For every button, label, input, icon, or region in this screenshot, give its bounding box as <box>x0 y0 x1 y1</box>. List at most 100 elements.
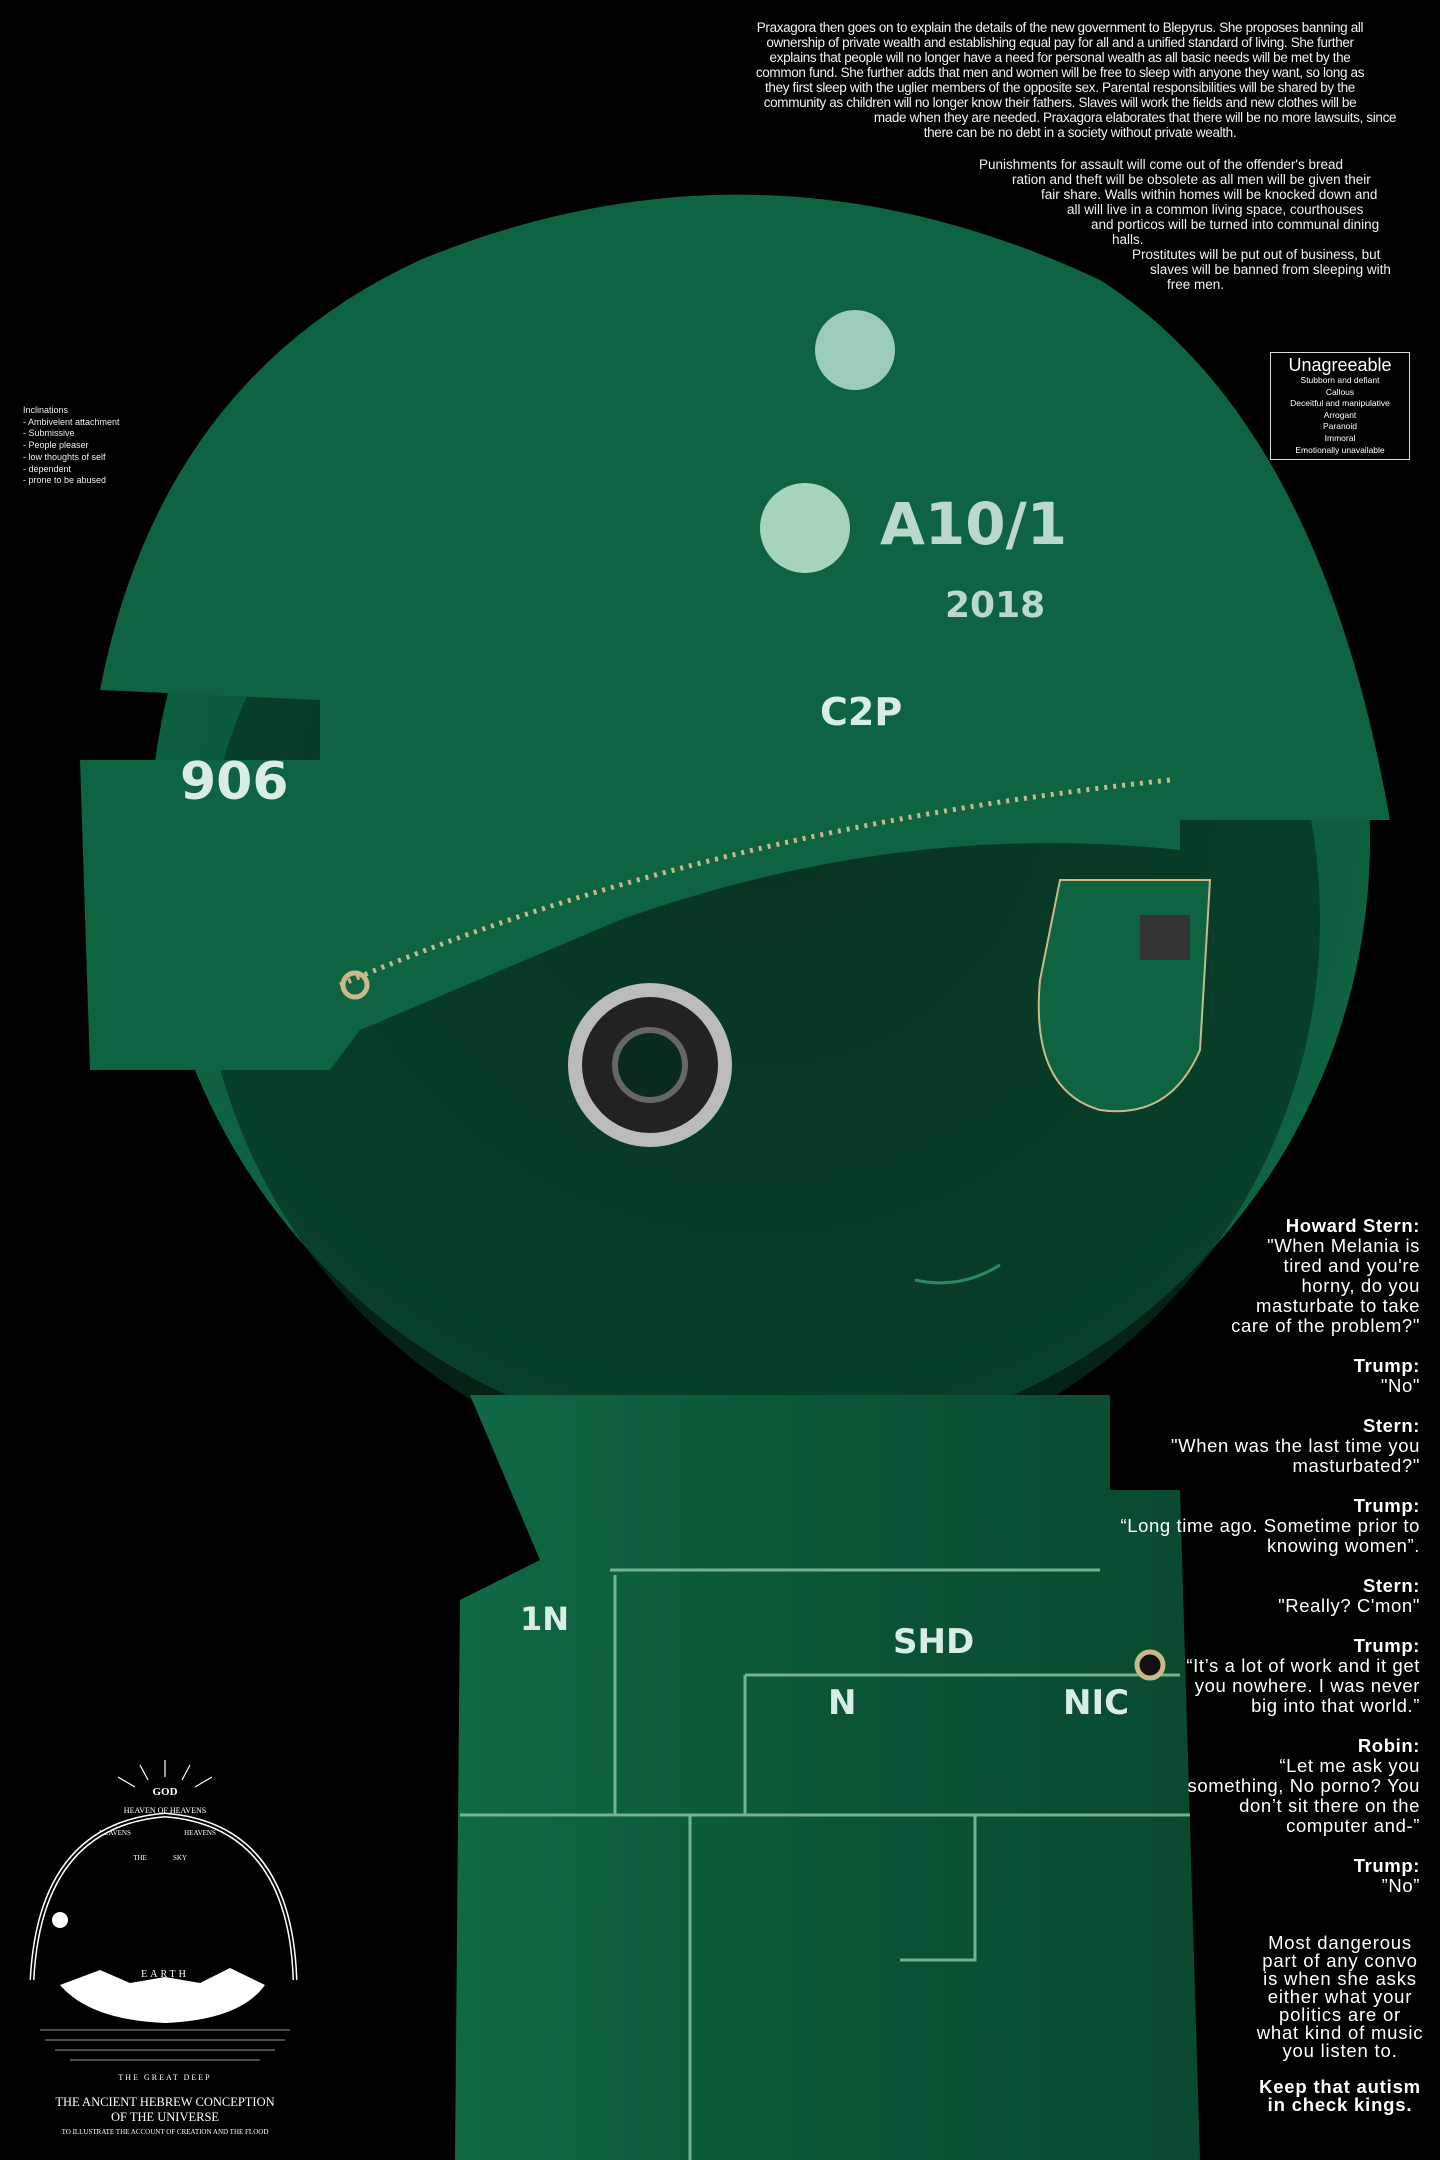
caption-subline: TO ILLUSTRATE THE ACCOUNT OF CREATION AN… <box>61 2128 269 2136</box>
dialog-line: "When was the last time you <box>1171 1435 1420 1456</box>
smile <box>914 1263 1001 1285</box>
dialog-speaker: Robin: <box>1357 1735 1420 1756</box>
dialog-line: "Really? C'mon" <box>1278 1595 1420 1616</box>
text-line: you listen to. <box>1282 2040 1398 2061</box>
dialog-line: "No" <box>1380 1375 1420 1396</box>
dialog-entry: Trump:"No" <box>1080 1356 1420 1396</box>
dialog-line: horny, do you <box>1301 1275 1420 1296</box>
label-heaven-of-heavens: HEAVEN OF HEAVENS <box>124 1806 206 1815</box>
pcb-label-c2p: C2P <box>820 690 903 734</box>
pcb-label-906: 906 <box>180 752 289 812</box>
label-heavens: HEAVENS <box>99 1829 131 1837</box>
list-item: - dependent <box>23 463 72 474</box>
list-item: Callous <box>1325 386 1355 397</box>
list-item: Immoral <box>1324 432 1356 443</box>
dialog-line: tired and you're <box>1283 1255 1420 1276</box>
text-line: made when they are needed. Praxagora ela… <box>873 110 1397 125</box>
text-line: politics are or <box>1278 2004 1401 2025</box>
punishments-paragraph: Punishments for assault will come out of… <box>940 157 1420 292</box>
dialog-speaker: Stern: <box>1362 1575 1420 1596</box>
text-line: they first sleep with the uglier members… <box>765 80 1355 95</box>
list-item: Emotionally unavailable <box>1295 444 1385 455</box>
text-line: part of any convo <box>1262 1950 1418 1971</box>
text-line: all will live in a common living space, … <box>1067 202 1364 217</box>
text-line: either what your <box>1267 1986 1413 2007</box>
dialog-speaker: Trump: <box>1353 1355 1420 1376</box>
label-great-deep: THE GREAT DEEP <box>118 2073 211 2082</box>
label-the: THE <box>133 1854 147 1862</box>
text-line: explains that people will no longer have… <box>769 50 1351 65</box>
dialog-entry: Stern:"Really? C'mon" <box>1080 1576 1420 1616</box>
unagreeable-box: Unagreeable Stubborn and defiant Callous… <box>1270 352 1410 461</box>
dialog-line: ”No” <box>1381 1875 1420 1896</box>
text-line: and porticos will be turned into communa… <box>1091 217 1380 232</box>
dialog-line: big into that world.” <box>1251 1695 1420 1716</box>
text-line: ownership of private wealth and establis… <box>766 35 1354 50</box>
list-item: Deceitful and manipulative <box>1290 398 1390 409</box>
dialog-line: “It’s a lot of work and it get <box>1186 1655 1420 1676</box>
dialog-line: computer and-” <box>1286 1815 1420 1836</box>
dialog-line: “Let me ask you <box>1279 1755 1420 1776</box>
dialog-line: don’t sit there on the <box>1239 1795 1420 1816</box>
dialog-line: masturbate to take <box>1255 1295 1420 1316</box>
list-item: Stubborn and defiant <box>1300 375 1380 385</box>
text-line: Punishments for assault will come out of… <box>979 157 1344 172</box>
eye-chip-board <box>1037 879 1212 1113</box>
hebrew-universe-illustration: GOD HEAVEN OF HEAVENS HEAVENS HEAVENS TH… <box>29 1760 298 2082</box>
illustration-caption: THE ANCIENT HEBREW CONCEPTION OF THE UNI… <box>0 2095 330 2139</box>
praxagora-paragraph: Praxagora then goes on to explain the de… <box>700 20 1420 140</box>
text-line-bold: in check kings. <box>1267 2094 1413 2115</box>
dialog-line: you nowhere. I was never <box>1194 1675 1420 1696</box>
pcb-label-1n: 1N <box>520 1600 570 1638</box>
label-earth: EARTH <box>141 1969 189 1980</box>
text-line: halls. <box>1112 232 1144 247</box>
dialog-line: "When Melania is <box>1267 1235 1420 1256</box>
list-item: Paranoid <box>1322 421 1358 432</box>
label-god: GOD <box>152 1786 177 1798</box>
pcb-label-shd: SHD <box>893 1622 975 1662</box>
pcb-label-nic: NIC <box>1063 1683 1130 1723</box>
pcb-neck <box>455 1395 1200 2160</box>
label-sky: SKY <box>173 1854 187 1862</box>
dialog-speaker: Stern: <box>1362 1415 1420 1436</box>
caption-line: OF THE UNIVERSE <box>110 2110 220 2124</box>
list-item: - Submissive <box>23 428 75 439</box>
text-line-bold: Keep that autism <box>1259 2076 1421 2097</box>
dialog-line: something, No porno? You <box>1187 1775 1420 1796</box>
text-line: fair share. Walls within homes will be k… <box>1041 187 1378 202</box>
pcb-label-n: N <box>828 1683 857 1723</box>
closing-text: Most dangerous part of any convo is when… <box>1240 1932 1440 2115</box>
pcb-cap <box>80 194 1390 1071</box>
text-line: Most dangerous <box>1268 1932 1412 1953</box>
label-heavens: HEAVENS <box>184 1829 216 1837</box>
dialog-line: knowing women”. <box>1267 1535 1420 1556</box>
text-line: is when she asks <box>1263 1968 1417 1989</box>
inclinations-title: Inclinations <box>23 405 69 415</box>
list-item: - low thoughts of self <box>23 451 106 462</box>
pcb-label-a10: A10/1 <box>880 490 1068 558</box>
inclinations-list: Inclinations - Ambivelent attachment - S… <box>23 405 120 487</box>
text-line: Praxagora then goes on to explain the de… <box>756 20 1364 35</box>
text-line: common fund. She further adds that men a… <box>755 65 1365 80</box>
text-line: what kind of music <box>1256 2022 1424 2043</box>
list-item: - prone to be abused <box>23 475 107 486</box>
dialog-speaker: Trump: <box>1353 1495 1420 1516</box>
text-line: Prostitutes will be put out of business,… <box>1132 247 1381 262</box>
text-line: ration and theft will be obsolete as all… <box>1012 172 1371 187</box>
caption-line: THE ANCIENT HEBREW CONCEPTION <box>55 2095 275 2109</box>
list-item: Arrogant <box>1323 409 1357 420</box>
dialog-line: masturbated?" <box>1292 1455 1420 1476</box>
dialog-line: “Long time ago. Sometime prior to <box>1120 1515 1420 1536</box>
dialog-speaker: Howard Stern: <box>1285 1215 1420 1236</box>
text-line: there can be no debt in a society withou… <box>923 125 1237 140</box>
dialog-speaker: Trump: <box>1353 1635 1420 1656</box>
dialog-line: care of the problem?" <box>1231 1315 1420 1336</box>
pcb-label-2018: 2018 <box>945 585 1046 626</box>
